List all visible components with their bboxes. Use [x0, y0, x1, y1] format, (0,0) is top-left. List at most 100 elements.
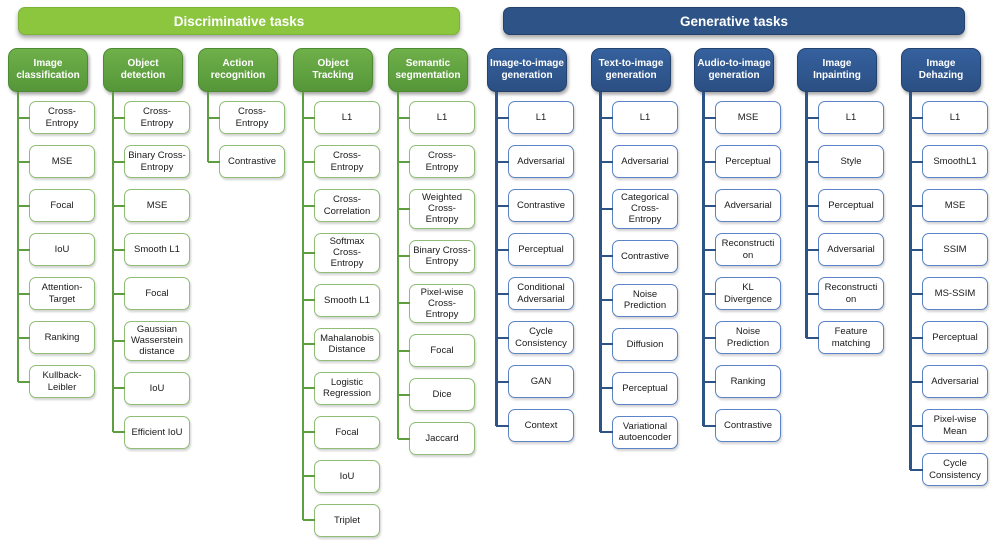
loss-node: Smooth L1: [303, 283, 380, 317]
loss-node: Cross-Entropy: [303, 145, 380, 178]
loss-node: L1: [398, 101, 475, 134]
loss-node: Style: [806, 145, 884, 178]
loss-node: Noise Prediction: [703, 321, 781, 354]
loss-node: Cycle Consistency: [496, 321, 574, 354]
loss-node: SmoothL1: [910, 145, 988, 178]
loss-node: Noise Prediction: [600, 283, 678, 317]
task-header-image-inpainting: Image Inpainting: [797, 48, 877, 92]
task-header-action-recognition: Action recognition: [198, 48, 278, 92]
loss-node: Reconstruction: [806, 277, 884, 310]
task-header-text-to-image-generation: Text-to-image generation: [591, 48, 671, 92]
connector-trunk: [495, 92, 498, 426]
loss-node: Softmax Cross-Entropy: [303, 233, 380, 273]
loss-node: Kullback-Leibler: [18, 365, 95, 398]
loss-node: Diffusion: [600, 327, 678, 361]
loss-node: Ranking: [703, 365, 781, 398]
loss-node: Attention-Target: [18, 277, 95, 310]
task-header-audio-to-image-generation: Audio-to-image generation: [694, 48, 774, 92]
group-header-discriminative-tasks: Discriminative tasks: [18, 7, 460, 35]
task-header-semantic-segmentation: Semantic segmentation: [388, 48, 468, 92]
task-header-image-classification: Image classification: [8, 48, 88, 92]
loss-node: Contrastive: [208, 145, 285, 178]
task-header-image-dehazing: Image Dehazing: [901, 48, 981, 92]
connector-trunk: [207, 92, 209, 162]
loss-node: Cross-Entropy: [208, 101, 285, 134]
loss-node: Efficient IoU: [113, 415, 190, 449]
loss-node: Context: [496, 409, 574, 442]
loss-node: Adversarial: [806, 233, 884, 266]
loss-node: Focal: [18, 189, 95, 222]
loss-node: Reconstruction: [703, 233, 781, 266]
loss-node: Adversarial: [496, 145, 574, 178]
loss-node: Perceptual: [806, 189, 884, 222]
loss-node: Gaussian Wasserstein distance: [113, 321, 190, 361]
task-header-object-detection: Object detection: [103, 48, 183, 92]
loss-node: Contrastive: [496, 189, 574, 222]
loss-node: Mahalanobis Distance: [303, 327, 380, 361]
loss-node: Jaccard: [398, 422, 475, 456]
loss-node: Cross-Entropy: [113, 101, 190, 134]
loss-node: Contrastive: [703, 409, 781, 442]
loss-node: Cross-Entropy: [398, 145, 475, 178]
loss-node: L1: [600, 101, 678, 134]
loss-node: Adversarial: [600, 145, 678, 178]
loss-node: Cross-Entropy: [18, 101, 95, 134]
loss-node: Binary Cross-Entropy: [398, 239, 475, 273]
loss-node: Adversarial: [910, 365, 988, 398]
connector-trunk: [17, 92, 19, 382]
loss-node: Focal: [303, 415, 380, 449]
loss-node: Weighted Cross-Entropy: [398, 189, 475, 229]
loss-node: IoU: [18, 233, 95, 266]
task-header-object-tracking: Object Tracking: [293, 48, 373, 92]
loss-node: IoU: [113, 371, 190, 405]
loss-node: Cross-Correlation: [303, 189, 380, 222]
loss-node: MSE: [18, 145, 95, 178]
connector-trunk: [302, 92, 304, 521]
loss-node: Conditional Adversarial: [496, 277, 574, 310]
loss-node: Triplet: [303, 503, 380, 537]
loss-node: Perceptual: [496, 233, 574, 266]
loss-node: Perceptual: [600, 371, 678, 405]
loss-node: Perceptual: [910, 321, 988, 354]
connector-trunk: [599, 92, 602, 433]
loss-node: Contrastive: [600, 239, 678, 273]
loss-node: Logistic Regression: [303, 371, 380, 405]
loss-node: Pixel-wise Mean: [910, 409, 988, 442]
loss-node: Smooth L1: [113, 233, 190, 266]
loss-node: Categorical Cross-Entropy: [600, 189, 678, 229]
loss-node: GAN: [496, 365, 574, 398]
loss-node: Ranking: [18, 321, 95, 354]
loss-node: Focal: [398, 334, 475, 368]
group-header-generative-tasks: Generative tasks: [503, 7, 965, 35]
loss-node: Cycle Consistency: [910, 453, 988, 486]
loss-node: Feature matching: [806, 321, 884, 354]
loss-node: KL Divergence: [703, 277, 781, 310]
loss-node: Dice: [398, 378, 475, 412]
loss-node: L1: [806, 101, 884, 134]
loss-node: L1: [303, 101, 380, 134]
connector-trunk: [112, 92, 114, 433]
loss-node: Adversarial: [703, 189, 781, 222]
connector-trunk: [805, 92, 808, 338]
connector-trunk: [702, 92, 705, 426]
loss-node: SSIM: [910, 233, 988, 266]
loss-node: MSE: [703, 101, 781, 134]
